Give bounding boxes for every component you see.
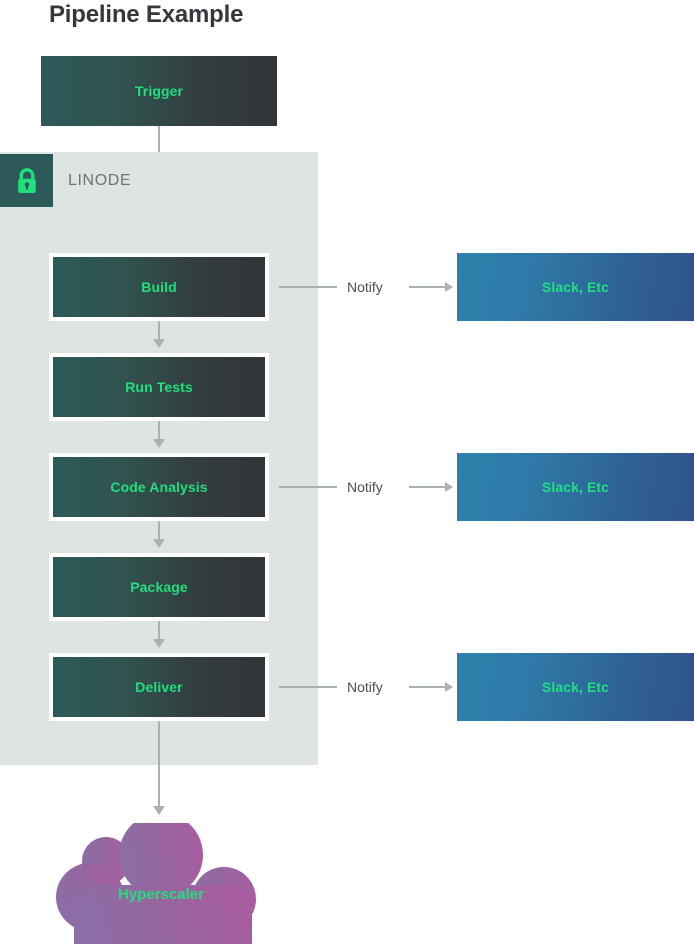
notify-line-left-3 [279, 686, 337, 688]
connector-run-tests-to-code-analysis-arrow [153, 439, 165, 448]
notify-label-2: Notify [347, 479, 383, 495]
connector-code-analysis-to-package [158, 521, 160, 541]
node-deliver[interactable]: Deliver [49, 653, 269, 721]
node-slack-3-label: Slack, Etc [541, 679, 610, 695]
node-trigger[interactable]: Trigger [41, 56, 277, 126]
node-package[interactable]: Package [49, 553, 269, 621]
connector-package-to-deliver-arrow [153, 639, 165, 648]
node-code-analysis-label: Code Analysis [110, 479, 208, 495]
notify-arrow-3 [445, 682, 453, 692]
node-slack-1-label: Slack, Etc [541, 279, 610, 295]
node-run-tests[interactable]: Run Tests [49, 353, 269, 421]
linode-container-label: LINODE [68, 172, 132, 189]
node-deliver-label: Deliver [135, 679, 183, 695]
node-run-tests-label: Run Tests [125, 379, 193, 395]
connector-deliver-to-cloud [158, 721, 160, 809]
node-slack-2[interactable]: Slack, Etc [457, 453, 694, 521]
node-build[interactable]: Build [49, 253, 269, 321]
node-slack-3[interactable]: Slack, Etc [457, 653, 694, 721]
node-slack-2-label: Slack, Etc [541, 479, 610, 495]
notify-line-left-2 [279, 486, 337, 488]
node-hyperscaler-cloud[interactable] [56, 813, 266, 944]
notify-line-left-1 [279, 286, 337, 288]
node-slack-1[interactable]: Slack, Etc [457, 253, 694, 321]
connector-build-to-run-tests-arrow [153, 339, 165, 348]
notify-arrow-1 [445, 282, 453, 292]
notify-label-3: Notify [347, 679, 383, 695]
page-title: Pipeline Example [49, 1, 244, 28]
connector-code-analysis-to-package-arrow [153, 539, 165, 548]
lock-icon [0, 154, 53, 207]
connector-run-tests-to-code-analysis [158, 421, 160, 441]
notify-label-1: Notify [347, 279, 383, 295]
connector-deliver-to-cloud-arrow [153, 806, 165, 815]
connector-build-to-run-tests [158, 321, 160, 341]
notify-line-right-3 [409, 686, 446, 688]
notify-line-right-1 [409, 286, 446, 288]
notify-arrow-2 [445, 482, 453, 492]
node-package-label: Package [130, 579, 188, 595]
node-trigger-label: Trigger [134, 83, 184, 99]
notify-line-right-2 [409, 486, 446, 488]
node-build-label: Build [141, 279, 177, 295]
connector-package-to-deliver [158, 621, 160, 641]
node-code-analysis[interactable]: Code Analysis [49, 453, 269, 521]
